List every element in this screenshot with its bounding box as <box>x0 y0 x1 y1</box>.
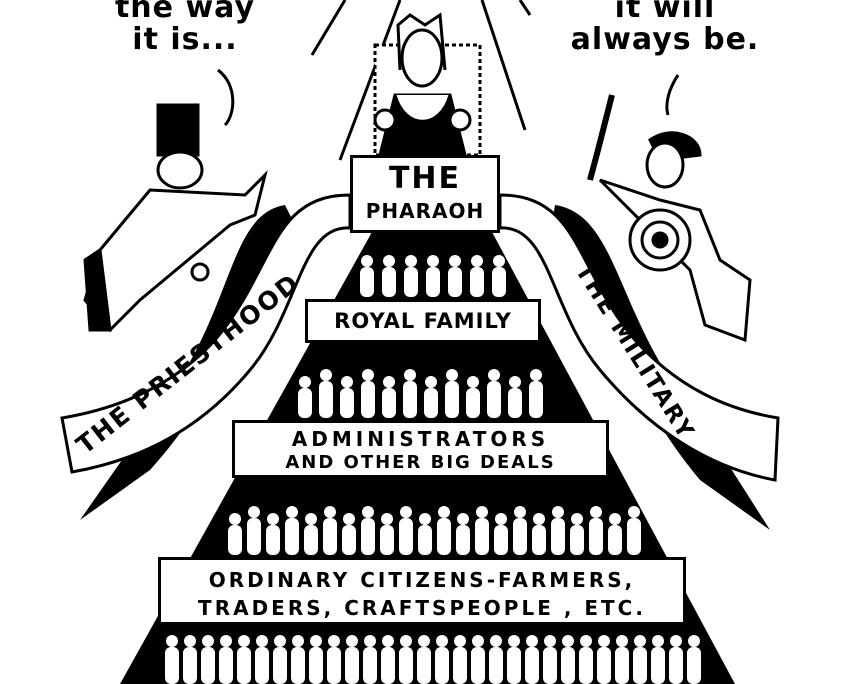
person-silhouette <box>489 635 503 684</box>
administrators-line1: ADMINISTRATORS <box>291 427 550 451</box>
speech-tail-right <box>665 74 680 116</box>
speech-priest-line1: the way <box>114 0 256 25</box>
speech-bubble-soldier: it will always be. <box>560 0 770 56</box>
person-silhouette <box>304 513 318 555</box>
person-silhouette <box>687 635 701 684</box>
pharaoh-rays <box>310 0 532 161</box>
person-silhouette <box>418 513 432 555</box>
person-silhouette <box>417 635 431 684</box>
person-silhouette <box>456 513 470 555</box>
speech-soldier-line1: it will <box>614 0 716 25</box>
soldier-figure <box>587 94 752 343</box>
person-silhouette <box>615 635 629 684</box>
person-silhouette <box>470 255 484 297</box>
person-silhouette <box>361 506 375 555</box>
person-silhouette <box>340 376 354 418</box>
person-silhouette <box>382 255 396 297</box>
pharaoh-label-line1: THE <box>388 161 462 196</box>
person-silhouette <box>448 255 462 297</box>
person-silhouette <box>228 513 242 555</box>
person-silhouette <box>361 369 375 418</box>
speech-priest-line2: it is... <box>132 22 238 57</box>
person-silhouette <box>651 635 665 684</box>
person-silhouette <box>309 635 323 684</box>
person-silhouette <box>508 376 522 418</box>
person-silhouette <box>345 635 359 684</box>
speech-soldier-line2: always be. <box>570 22 760 57</box>
person-silhouette <box>532 513 546 555</box>
person-silhouette <box>363 635 377 684</box>
person-silhouette <box>561 635 575 684</box>
person-silhouette <box>201 635 215 684</box>
person-silhouette <box>298 376 312 418</box>
person-silhouette <box>382 376 396 418</box>
person-silhouette <box>404 255 418 297</box>
person-silhouette <box>183 635 197 684</box>
person-silhouette <box>525 635 539 684</box>
person-silhouette <box>380 513 394 555</box>
person-silhouette <box>494 513 508 555</box>
person-silhouette <box>608 513 622 555</box>
person-silhouette <box>633 635 647 684</box>
citizens-label: ORDINARY CITIZENS-FARMERS, TRADERS, CRAF… <box>158 557 686 625</box>
citizens-line2: TRADERS, CRAFTSPEOPLE , ETC. <box>198 596 646 620</box>
person-silhouette <box>255 635 269 684</box>
person-silhouette <box>513 506 527 555</box>
person-silhouette <box>399 506 413 555</box>
priest-figure <box>83 103 268 333</box>
administrators-line2: AND OTHER BIG DEALS <box>285 452 556 473</box>
person-silhouette <box>492 255 506 297</box>
person-silhouette <box>579 635 593 684</box>
person-silhouette <box>360 255 374 297</box>
person-silhouette <box>475 506 489 555</box>
person-silhouette <box>426 255 440 297</box>
person-silhouette <box>669 635 683 684</box>
person-silhouette <box>323 506 337 555</box>
person-silhouette <box>273 635 287 684</box>
person-silhouette <box>403 369 417 418</box>
person-silhouette <box>285 506 299 555</box>
person-silhouette <box>445 369 459 418</box>
person-silhouette <box>291 635 305 684</box>
people-crowd <box>165 255 701 684</box>
royal-family-label: ROYAL FAMILY <box>305 299 541 343</box>
person-silhouette <box>471 635 485 684</box>
person-silhouette <box>627 506 641 555</box>
person-silhouette <box>487 369 501 418</box>
person-silhouette <box>551 506 565 555</box>
pharaoh-figure <box>373 12 482 157</box>
person-silhouette <box>165 635 179 684</box>
citizens-line1: ORDINARY CITIZENS-FARMERS, <box>208 568 636 592</box>
speech-bubble-priest: the way it is... <box>90 0 280 56</box>
person-silhouette <box>437 506 451 555</box>
person-silhouette <box>381 635 395 684</box>
person-silhouette <box>342 513 356 555</box>
person-silhouette <box>399 635 413 684</box>
person-silhouette <box>219 635 233 684</box>
person-silhouette <box>266 513 280 555</box>
person-silhouette <box>543 635 557 684</box>
person-silhouette <box>435 635 449 684</box>
person-silhouette <box>327 635 341 684</box>
person-silhouette <box>529 369 543 418</box>
person-silhouette <box>424 376 438 418</box>
speech-tail-left <box>217 68 235 127</box>
person-silhouette <box>453 635 467 684</box>
person-silhouette <box>589 506 603 555</box>
person-silhouette <box>247 506 261 555</box>
person-silhouette <box>507 635 521 684</box>
pharaoh-label-line2: PHARAOH <box>365 199 485 223</box>
pharaoh-label: THE PHARAOH <box>350 155 500 233</box>
administrators-label: ADMINISTRATORS AND OTHER BIG DEALS <box>232 420 609 478</box>
person-silhouette <box>319 369 333 418</box>
person-silhouette <box>597 635 611 684</box>
person-silhouette <box>466 376 480 418</box>
person-silhouette <box>237 635 251 684</box>
person-silhouette <box>570 513 584 555</box>
